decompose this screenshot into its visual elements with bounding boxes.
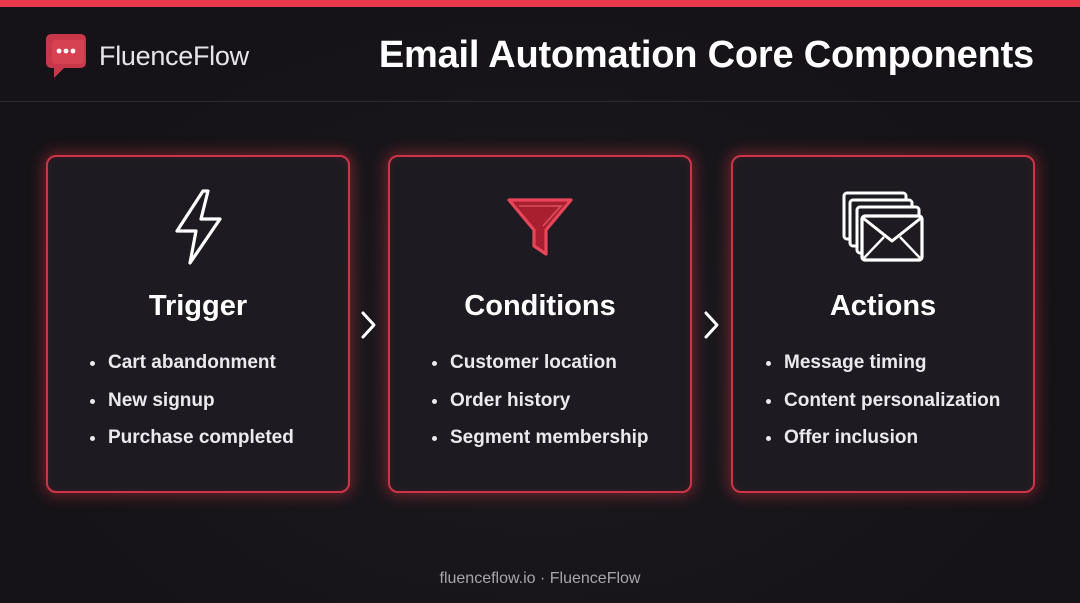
card-title: Actions bbox=[829, 290, 937, 322]
list-item: Purchase completed bbox=[90, 428, 294, 466]
list-item: Customer location bbox=[432, 353, 649, 391]
card-actions: Actions Message timing Content personali… bbox=[731, 155, 1035, 493]
lightning-bolt-icon bbox=[175, 189, 222, 265]
accent-bar bbox=[0, 0, 1080, 7]
card-list: Customer location Order history Segment … bbox=[432, 353, 649, 466]
chevron-right-icon bbox=[361, 311, 376, 339]
list-item: Content personalization bbox=[766, 390, 1000, 429]
card-conditions: Conditions Customer location Order histo… bbox=[388, 155, 692, 493]
card-list: Cart abandonment New signup Purchase com… bbox=[90, 353, 294, 466]
card-list: Message timing Content personalization O… bbox=[766, 353, 1000, 466]
header: FluenceFlow Email Automation Core Compon… bbox=[0, 7, 1080, 102]
card-trigger: Trigger Cart abandonment New signup Purc… bbox=[46, 155, 350, 493]
list-item: Offer inclusion bbox=[766, 428, 1000, 466]
chevron-right-icon bbox=[704, 311, 719, 339]
brand-name: FluenceFlow bbox=[99, 41, 249, 71]
list-item: New signup bbox=[90, 390, 294, 429]
list-item: Message timing bbox=[766, 353, 1000, 391]
list-item: Cart abandonment bbox=[90, 353, 294, 391]
list-item: Segment membership bbox=[432, 428, 649, 466]
envelope-stack-icon bbox=[842, 191, 924, 262]
card-title: Trigger bbox=[148, 290, 248, 322]
list-item: Order history bbox=[432, 390, 649, 429]
footer-text: fluenceflow.io · FluenceFlow bbox=[439, 570, 641, 587]
card-title: Conditions bbox=[464, 290, 616, 322]
chat-bubble-icon bbox=[46, 34, 86, 78]
funnel-icon bbox=[507, 198, 573, 256]
page-title: Email Automation Core Components bbox=[378, 34, 1034, 76]
